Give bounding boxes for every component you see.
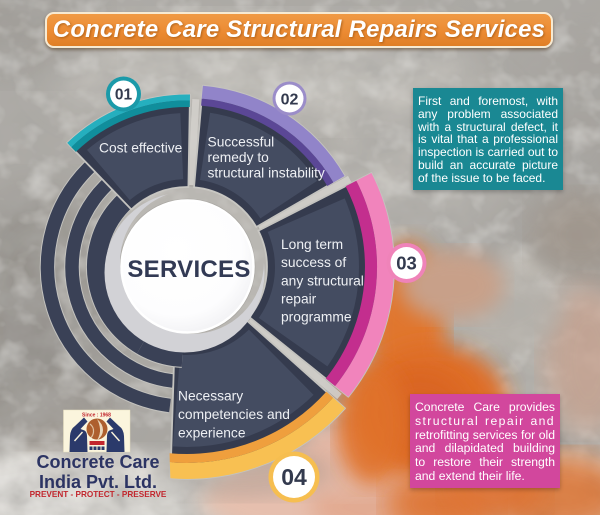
- svg-text:Since : 1968: Since : 1968: [82, 413, 111, 419]
- svg-text:Long term: Long term: [281, 237, 343, 252]
- svg-text:01: 01: [115, 87, 133, 104]
- svg-text:remedy to: remedy to: [208, 150, 270, 165]
- svg-text:Necessary: Necessary: [178, 389, 243, 404]
- svg-text:experience: experience: [178, 426, 246, 441]
- svg-text:success of: success of: [281, 255, 346, 270]
- svg-text:02: 02: [281, 92, 299, 109]
- svg-text:any structural: any structural: [281, 274, 364, 289]
- svg-text:competencies and: competencies and: [178, 407, 290, 422]
- svg-text:Cost effective: Cost effective: [99, 141, 183, 156]
- svg-text:03: 03: [396, 253, 417, 274]
- svg-text:programme: programme: [281, 310, 352, 325]
- svg-text:repair: repair: [281, 292, 317, 307]
- svg-text:SERVICES: SERVICES: [127, 256, 250, 283]
- svg-text:Successful: Successful: [208, 135, 275, 150]
- svg-text:structural instability: structural instability: [208, 166, 325, 181]
- svg-text:04: 04: [281, 464, 307, 490]
